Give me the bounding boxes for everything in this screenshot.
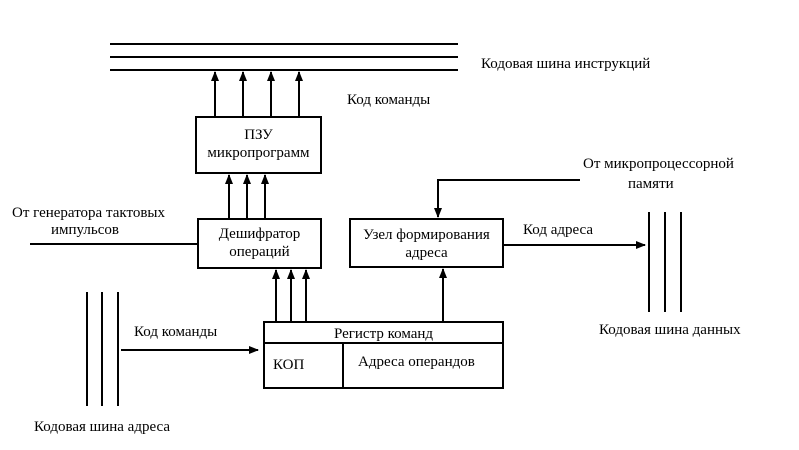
decoder-label-line2: операций bbox=[229, 244, 290, 260]
memory-to-address-unit-arrow bbox=[434, 179, 580, 218]
decoder-label-line1: Дешифратор bbox=[218, 226, 301, 242]
command-register-label: Регистр команд bbox=[333, 326, 434, 342]
clock-label-line2: импульсов bbox=[51, 222, 119, 238]
command-register-box bbox=[263, 321, 504, 389]
command-code-left-label: Код команды bbox=[134, 324, 218, 340]
operand-addresses-label: Адреса операндов bbox=[358, 354, 475, 370]
instruction-bus-label: Кодовая шина инструкций bbox=[481, 56, 651, 72]
address-unit-box bbox=[349, 218, 504, 268]
address-bus-label: Кодовая шина адреса bbox=[34, 419, 170, 435]
rom-label-line2: микропрограмм bbox=[207, 145, 310, 161]
mp-memory-label-line1: От микропроцессорной bbox=[583, 156, 734, 172]
command-code-top-label: Код команды bbox=[347, 92, 431, 108]
rom-box bbox=[195, 116, 322, 174]
address-unit-label-line1: Узел формирования bbox=[363, 227, 490, 243]
rom-label-line1: ПЗУ bbox=[244, 127, 273, 143]
opcode-label: КОП bbox=[273, 357, 305, 373]
clock-label-line1: От генератора тактовых bbox=[12, 205, 165, 221]
address-code-label: Код адреса bbox=[523, 222, 594, 238]
register-to-decoder-arrows bbox=[272, 269, 310, 322]
address-unit-label-line2: адреса bbox=[405, 245, 448, 261]
rom-to-bus-arrows bbox=[211, 71, 303, 117]
instruction-bus-lines bbox=[110, 43, 458, 71]
decoder-to-rom-arrows bbox=[225, 174, 269, 219]
data-bus-lines bbox=[648, 212, 682, 312]
address-bus-lines bbox=[86, 292, 119, 406]
data-bus-label: Кодовая шина данных bbox=[599, 322, 741, 338]
mp-memory-label-line2: памяти bbox=[628, 176, 674, 192]
